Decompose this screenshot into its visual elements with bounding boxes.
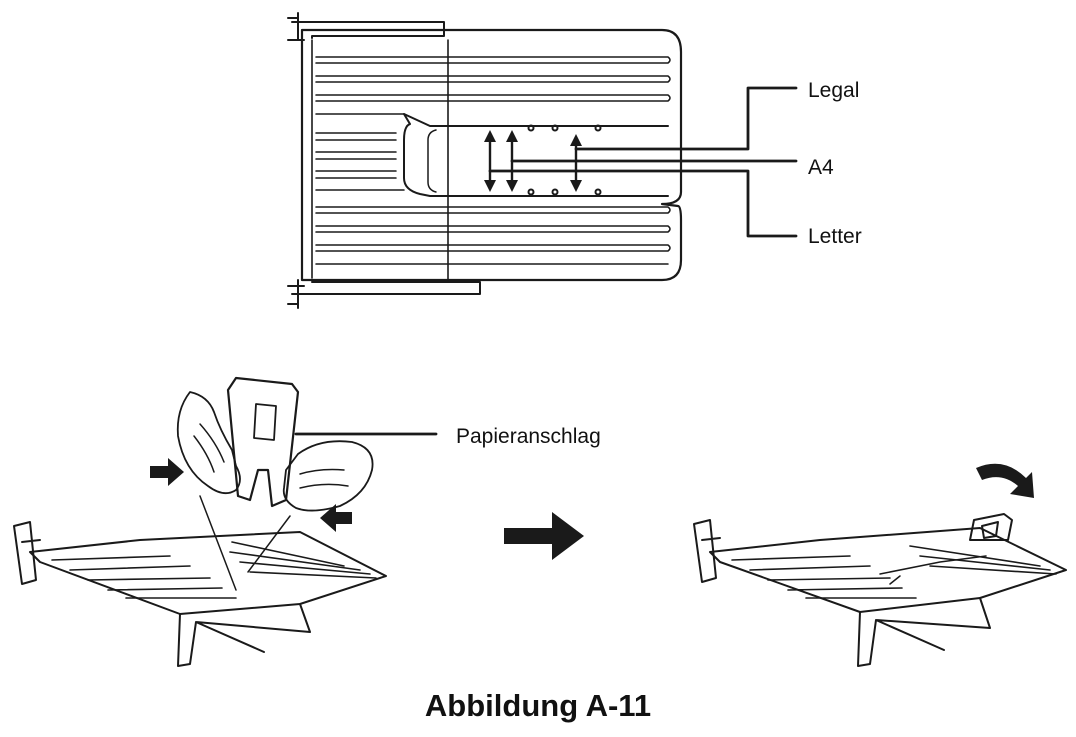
process-arrow <box>504 512 584 560</box>
tray-right-legs <box>857 597 991 667</box>
tray-ribs-lower <box>315 206 671 265</box>
tray-right-ribs-right <box>909 545 1057 575</box>
tray-left-ribs <box>51 555 237 599</box>
tray-outline <box>300 28 683 282</box>
tray-left-ribs-right <box>229 541 377 579</box>
leader-legal <box>574 86 798 151</box>
tray-bottom-latch <box>287 279 305 309</box>
tray-top-view <box>287 12 683 309</box>
tray-bottom-rail <box>291 281 481 295</box>
tray-left-body <box>29 531 387 615</box>
label-legal: Legal <box>808 79 860 102</box>
tray-left-end <box>13 521 41 585</box>
fold-arrow <box>976 463 1034 498</box>
tray-left-slots <box>315 132 405 191</box>
push-arrow-right <box>320 504 352 532</box>
push-arrow-left <box>150 458 184 486</box>
tray-right-body <box>709 527 1067 613</box>
tray-right-ribs <box>731 555 917 599</box>
right-hand <box>282 440 374 512</box>
tray-right-illustration <box>693 463 1067 667</box>
tray-right-end <box>693 519 721 583</box>
figure-caption: Abbildung A-11 <box>424 688 652 723</box>
label-a4: A4 <box>808 156 834 179</box>
tray-left-illustration <box>13 376 387 667</box>
label-letter: Letter <box>808 225 862 248</box>
left-hand <box>176 391 241 495</box>
label-paper-stopper: Papieranschlag <box>456 425 601 448</box>
right-hand-fingers <box>299 468 349 489</box>
left-hand-fingers <box>193 423 225 473</box>
tray-top-rail <box>291 21 445 39</box>
size-leader-lines <box>488 86 798 238</box>
paper-guide-inner <box>427 129 437 193</box>
paper-stopper-folded <box>969 513 1013 541</box>
size-markers <box>527 124 602 196</box>
leader-letter <box>488 169 798 238</box>
tray-ribs-upper <box>315 56 671 115</box>
tray-left-legs <box>177 603 311 667</box>
paper-stopper-window <box>253 403 277 441</box>
paper-guide <box>403 113 669 197</box>
paper-edge-lines <box>199 495 291 591</box>
tray-right-guide <box>879 555 987 585</box>
tray-top-latch <box>287 12 305 41</box>
